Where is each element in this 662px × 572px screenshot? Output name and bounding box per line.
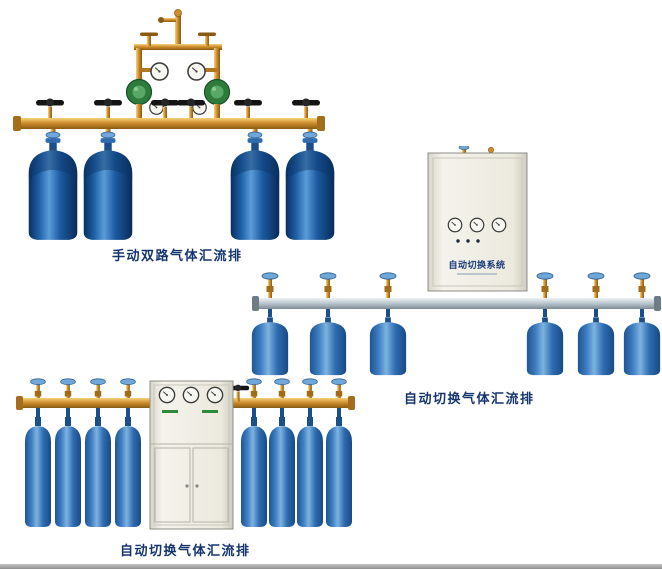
caption-auto-switch-right: 自动切换气体汇流排 bbox=[404, 391, 535, 406]
cylinder-necks bbox=[36, 408, 341, 418]
handwheel-valve-icon bbox=[94, 98, 122, 120]
regulator-drop-pipe bbox=[214, 104, 220, 120]
pressure-gauge-icon bbox=[469, 217, 485, 233]
gas-cylinder bbox=[55, 417, 81, 527]
gas-cylinder bbox=[241, 417, 267, 527]
auto-switch-manifold-right-illustration: 自动切换系统 bbox=[251, 146, 661, 376]
cylinder-valve-icon bbox=[587, 272, 605, 298]
green-label-mark bbox=[162, 410, 178, 413]
cylinder-valve-icon bbox=[261, 272, 279, 298]
gas-cylinder bbox=[309, 317, 347, 376]
indicator-light bbox=[476, 239, 480, 243]
cylinder-valve-icon bbox=[536, 272, 554, 298]
pressure-regulator-left bbox=[125, 62, 169, 115]
gas-cylinder bbox=[115, 417, 141, 527]
silver-manifold-pipe bbox=[252, 296, 661, 311]
caption-manual-dual-manifold: 手动双路气体汇流排 bbox=[112, 248, 243, 263]
gas-cylinder bbox=[369, 317, 407, 376]
gas-cylinder bbox=[25, 417, 51, 527]
control-cabinet bbox=[149, 380, 234, 530]
cabinet-label: 自动切换系统 bbox=[448, 259, 505, 270]
branch-valve-icon bbox=[198, 32, 216, 46]
gas-cylinder bbox=[577, 317, 615, 376]
pressure-gauge-icon bbox=[447, 217, 463, 233]
manual-dual-manifold-illustration bbox=[13, 9, 335, 240]
gas-cylinder bbox=[297, 417, 323, 527]
handwheel-valve-icon bbox=[36, 98, 64, 120]
gas-cylinder bbox=[83, 138, 133, 240]
cabinet-door bbox=[192, 447, 229, 523]
pressure-gauge-icon bbox=[182, 386, 200, 404]
pressure-regulator-right bbox=[187, 62, 231, 115]
gas-cylinder bbox=[526, 317, 564, 376]
branch-valve-icon bbox=[140, 32, 158, 46]
regulator-drop-pipe bbox=[136, 104, 142, 120]
cylinder-connection bbox=[45, 129, 318, 143]
gas-cylinder bbox=[251, 317, 289, 376]
pressure-gauge-icon bbox=[158, 386, 176, 404]
gas-cylinder bbox=[623, 317, 661, 376]
cylinder-necks bbox=[268, 309, 644, 317]
cylinder-valve-icon bbox=[319, 272, 337, 298]
cylinder-valve-icon bbox=[633, 272, 651, 298]
handwheel-valve-icon bbox=[234, 98, 262, 120]
handwheel-valve-icon bbox=[292, 98, 320, 120]
cabinet-door bbox=[154, 447, 191, 523]
inlet-pipe-assembly bbox=[134, 9, 222, 82]
green-label-mark bbox=[202, 410, 218, 413]
gas-cylinder bbox=[269, 417, 295, 527]
control-cabinet: 自动切换系统 bbox=[427, 146, 528, 292]
door-knob bbox=[185, 484, 189, 488]
indicator-light bbox=[466, 239, 470, 243]
auto-switch-manifold-bottom-illustration bbox=[16, 378, 355, 530]
pressure-gauge-icon bbox=[491, 217, 507, 233]
gas-cylinder bbox=[28, 138, 78, 240]
pressure-gauge-icon bbox=[187, 62, 206, 81]
caption-auto-switch-bottom: 自动切换气体汇流排 bbox=[120, 543, 251, 558]
pressure-gauge-icon bbox=[206, 386, 224, 404]
pressure-gauge-icon bbox=[150, 62, 169, 81]
gas-cylinder bbox=[326, 417, 352, 527]
brass-header-pipe bbox=[13, 116, 325, 131]
page-bottom-border bbox=[0, 564, 662, 569]
door-knob bbox=[195, 484, 199, 488]
indicator-light bbox=[456, 239, 460, 243]
gas-cylinder bbox=[85, 417, 111, 527]
cylinder-valve-icon bbox=[379, 272, 397, 298]
